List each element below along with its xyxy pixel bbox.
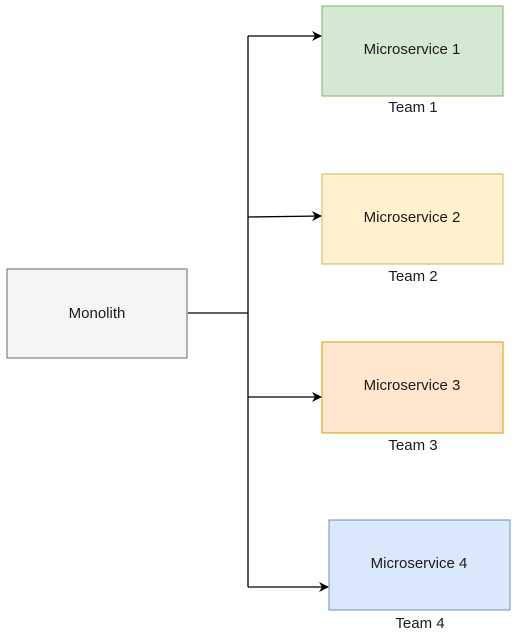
microservice-4-box bbox=[328, 519, 511, 611]
team-3-caption: Team 3 bbox=[388, 437, 437, 454]
microservice-1-label: Microservice 1 bbox=[364, 41, 461, 58]
arrow-to-microservice-2 bbox=[247, 211, 322, 222]
microservice-3-label: Microservice 3 bbox=[364, 377, 461, 394]
microservice-4-node: Microservice 4 bbox=[328, 519, 511, 611]
team-4-caption: Team 4 bbox=[395, 615, 444, 632]
monolith-node: Monolith bbox=[6, 268, 188, 359]
monolith-box bbox=[6, 268, 188, 359]
microservice-3-node: Microservice 3 bbox=[321, 341, 504, 434]
microservice-1-box bbox=[321, 5, 504, 97]
microservice-2-node: Microservice 2 bbox=[321, 173, 504, 265]
team-2-caption: Team 2 bbox=[388, 268, 437, 285]
connector-group bbox=[188, 31, 329, 592]
team-1-caption: Team 1 bbox=[388, 99, 437, 116]
microservice-4-label: Microservice 4 bbox=[371, 555, 468, 572]
microservice-1-node: Microservice 1 bbox=[321, 5, 504, 97]
monolith-label: Monolith bbox=[69, 305, 126, 322]
microservice-2-label: Microservice 2 bbox=[364, 209, 461, 226]
microservice-2-box bbox=[321, 173, 504, 265]
microservice-3-box bbox=[321, 341, 504, 434]
